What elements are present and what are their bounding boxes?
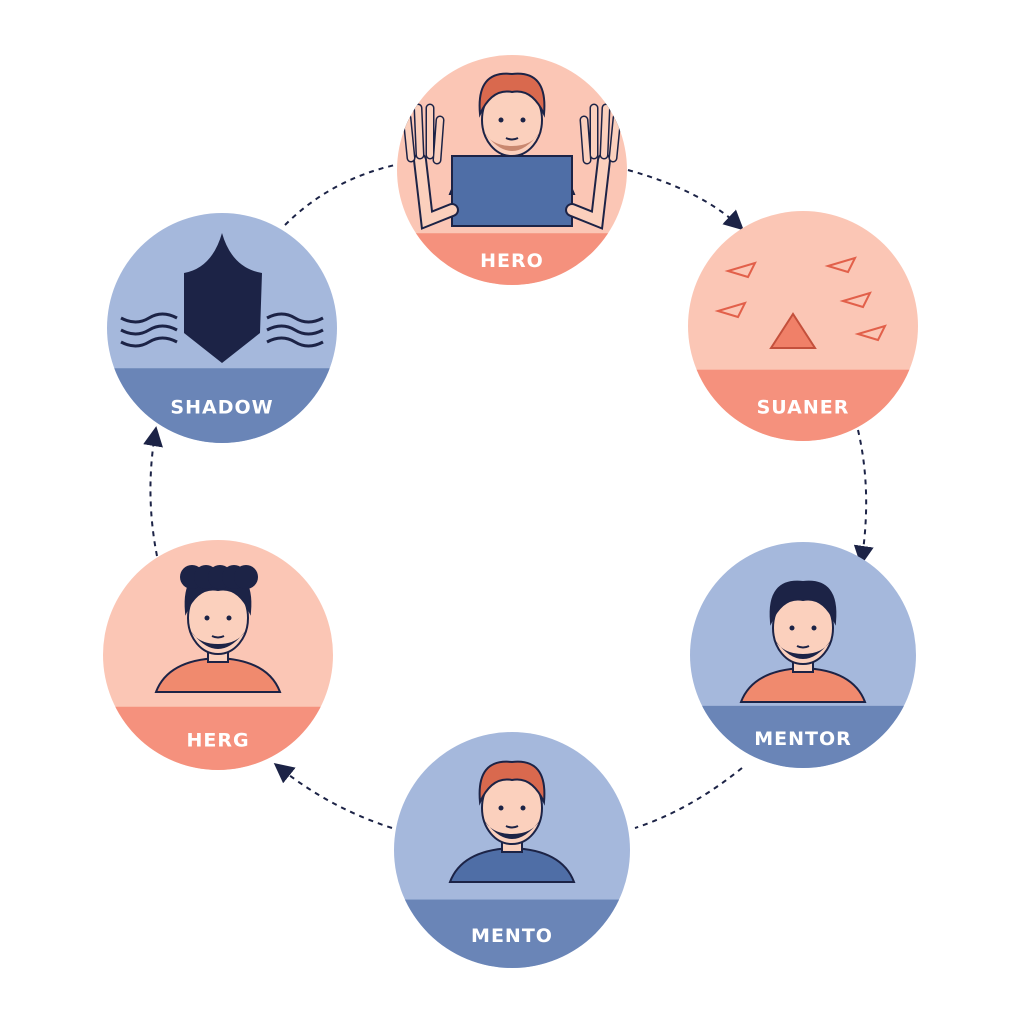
bearded-person-icon <box>739 580 867 703</box>
node-label: MENTOR <box>754 728 852 750</box>
edge-herg-to-shadow <box>143 426 163 557</box>
edges <box>143 164 874 829</box>
node-label: HERO <box>480 250 544 272</box>
node-label: HERG <box>186 729 249 751</box>
node-herg: HERG <box>103 540 333 770</box>
edge-mento-to-herg <box>273 763 393 829</box>
shattered-pieces-icon <box>714 256 887 349</box>
person-hands-raised-icon <box>402 72 622 230</box>
node-label: SHADOW <box>170 397 273 419</box>
edge-mentor-to-mento <box>634 767 743 829</box>
node-label: MENTO <box>471 925 553 947</box>
edge-suaner-to-mentor <box>853 429 874 566</box>
red-haired-person-icon <box>448 760 576 883</box>
node-mentor: MENTOR <box>690 542 916 768</box>
node-mento: MENTO <box>394 732 630 968</box>
node-hero: HERO <box>397 55 627 285</box>
nodes: HERO SUANER MENTOR MENTO HERG SHADOW <box>103 55 918 968</box>
node-shadow: SHADOW <box>107 213 337 443</box>
edge-hero-to-suaner <box>627 169 744 231</box>
edge-shadow-to-hero <box>284 164 396 226</box>
curly-haired-person-icon <box>154 565 282 693</box>
node-label: SUANER <box>757 396 850 418</box>
node-suaner: SUANER <box>688 211 918 441</box>
shadow-figure-icon <box>120 233 324 363</box>
